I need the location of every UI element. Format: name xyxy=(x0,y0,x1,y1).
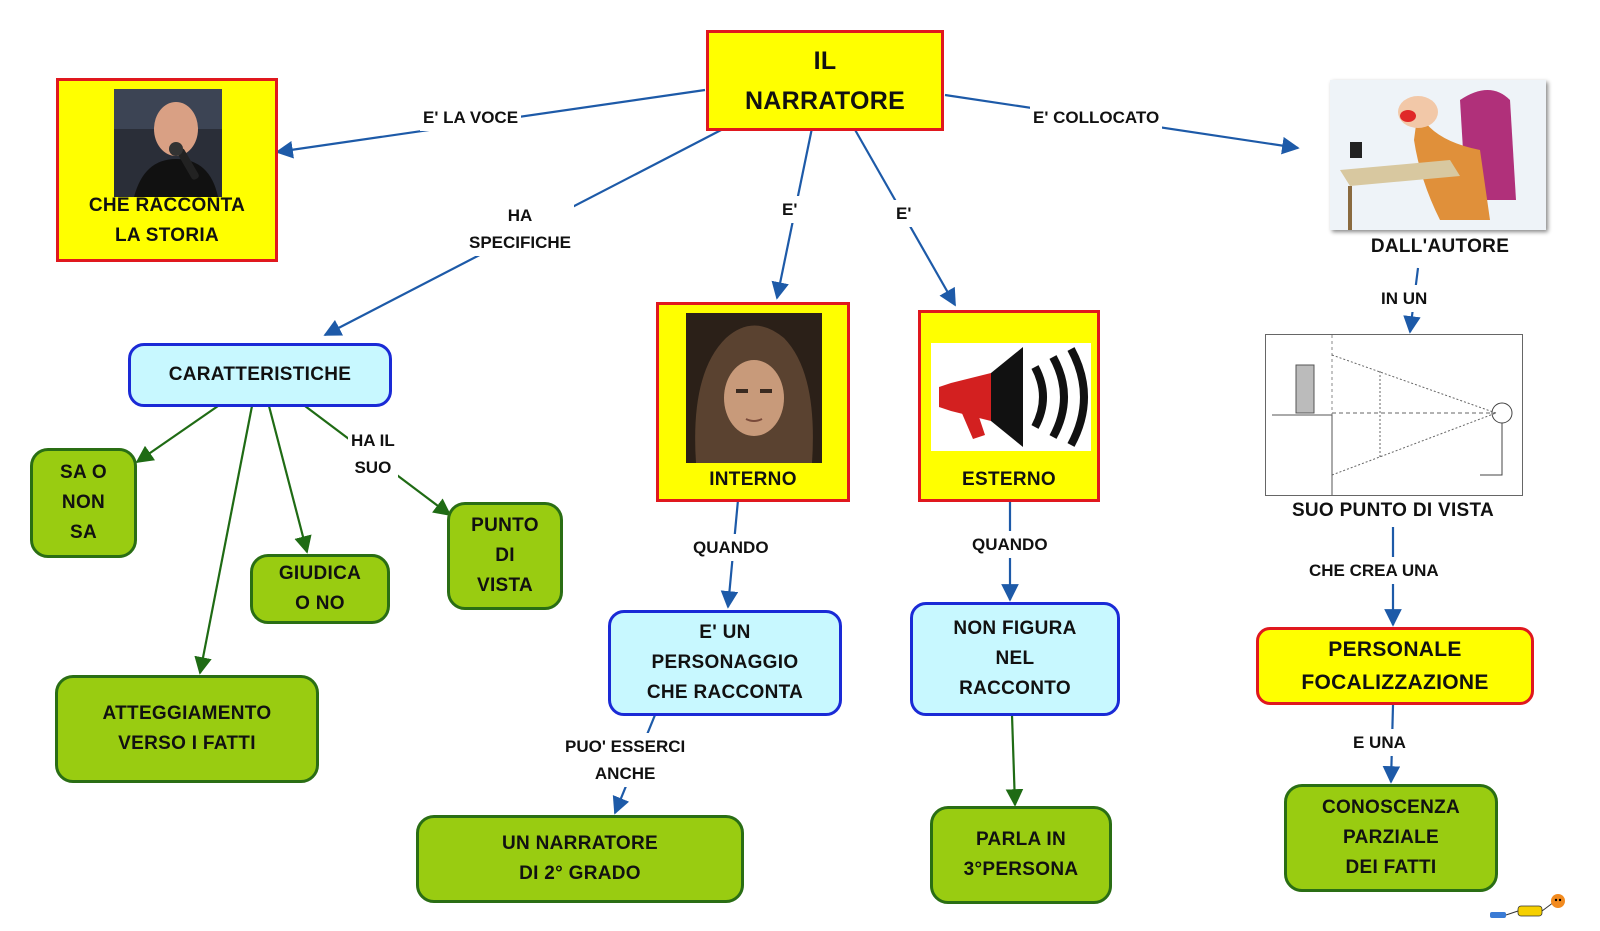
node-giudica-o-no-label: GIUDICA O NO xyxy=(278,563,362,614)
link-label-ha-il-suo: HA IL SUO xyxy=(348,427,398,481)
node-sa-o-non-sa[interactable]: SA O NON SA xyxy=(30,448,137,558)
link-label-esserci: PUO' ESSERCI ANCHE xyxy=(562,733,689,787)
node-punto-di-vista-label: PUNTO DI VISTA xyxy=(471,515,539,596)
writer-at-desk-icon xyxy=(1330,80,1546,230)
link-car-giudica xyxy=(267,405,312,554)
link-label-collocato: E' COLLOCATO xyxy=(1030,104,1163,131)
node-atteggiamento[interactable]: ATTEGGIAMENTO VERSO I FATTI xyxy=(55,675,319,783)
node-esterno-label: ESTERNO xyxy=(962,469,1056,490)
node-narratore-secondo-grado-label: UN NARRATORE DI 2° GRADO xyxy=(502,833,658,884)
node-suo-punto-di-vista[interactable]: SUO PUNTO DI VISTA xyxy=(1258,494,1528,528)
link-label-quando-interno: QUANDO xyxy=(690,534,772,561)
node-che-racconta-la-storia-label: CHE RACCONTA LA STORIA xyxy=(88,195,246,246)
node-caratteristiche-label: CARATTERISTICHE xyxy=(168,364,352,385)
node-personaggio-label: E' UN PERSONAGGIO CHE RACCONTA xyxy=(646,622,804,703)
mappa-logo xyxy=(1490,892,1570,926)
node-terza-persona[interactable]: PARLA IN 3°PERSONA xyxy=(930,806,1112,904)
link-nonfigura-terza xyxy=(1005,714,1024,807)
node-dall-autore-label: DALL'AUTORE xyxy=(1370,236,1510,257)
node-il-narratore-label: IL NARRATORE xyxy=(744,46,906,115)
node-che-racconta-la-storia[interactable]: CHE RACCONTA LA STORIA xyxy=(56,78,278,262)
node-personale-focalizzazione[interactable]: PERSONALE FOCALIZZAZIONE xyxy=(1256,627,1534,705)
link-label-quando-esterno: QUANDO xyxy=(969,531,1051,558)
link-label-e-esterno: E' xyxy=(893,200,915,227)
hooded-photo xyxy=(686,313,822,463)
node-caratteristiche[interactable]: CARATTERISTICHE xyxy=(128,343,392,407)
hooded-boy-icon xyxy=(686,313,822,463)
node-punto-di-vista[interactable]: PUNTO DI VISTA xyxy=(447,502,563,610)
link-car-sa xyxy=(135,405,219,464)
link-label-la-voce: E' LA VOCE xyxy=(420,104,522,131)
speaker-photo xyxy=(114,89,222,197)
mappa-logo-icon xyxy=(1490,894,1565,918)
node-personaggio[interactable]: E' UN PERSONAGGIO CHE RACCONTA xyxy=(608,610,842,716)
node-esterno[interactable]: ESTERNO xyxy=(918,310,1100,502)
node-atteggiamento-label: ATTEGGIAMENTO VERSO I FATTI xyxy=(102,703,272,754)
node-non-figura[interactable]: NON FIGURA NEL RACCONTO xyxy=(910,602,1120,716)
megaphone-icon xyxy=(931,343,1091,451)
node-narratore-secondo-grado[interactable]: UN NARRATORE DI 2° GRADO xyxy=(416,815,744,903)
node-conoscenza-parziale[interactable]: CONOSCENZA PARZIALE DEI FATTI xyxy=(1284,784,1498,892)
perspective-diagram-icon xyxy=(1272,335,1513,495)
link-label-e-una: E UNA xyxy=(1350,729,1409,756)
writer-picture xyxy=(1330,80,1546,230)
node-sa-o-non-sa-label: SA O NON SA xyxy=(60,462,107,543)
node-conoscenza-parziale-label: CONOSCENZA PARZIALE DEI FATTI xyxy=(1321,797,1461,878)
link-label-in-un: IN UN xyxy=(1378,285,1431,312)
node-giudica-o-no[interactable]: GIUDICA O NO xyxy=(250,554,390,624)
megaphone-picture xyxy=(931,343,1091,451)
link-label-specifiche: HA SPECIFICHE xyxy=(466,202,575,256)
link-car-atteggiamento xyxy=(194,405,254,675)
node-non-figura-label: NON FIGURA NEL RACCONTO xyxy=(953,618,1077,699)
node-il-narratore[interactable]: IL NARRATORE xyxy=(706,30,944,131)
man-with-microphone-icon xyxy=(114,89,222,197)
link-label-e-interno: E' xyxy=(779,196,801,223)
link-label-che-crea: CHE CREA UNA xyxy=(1306,557,1442,584)
node-personale-focalizzazione-label: PERSONALE FOCALIZZAZIONE xyxy=(1301,638,1489,694)
node-interno-label: INTERNO xyxy=(709,469,797,490)
node-terza-persona-label: PARLA IN 3°PERSONA xyxy=(963,829,1079,880)
node-suo-punto-di-vista-label: SUO PUNTO DI VISTA xyxy=(1291,500,1495,521)
perspective-diagram xyxy=(1265,334,1523,496)
node-interno[interactable]: INTERNO xyxy=(656,302,850,502)
node-dall-autore[interactable]: DALL'AUTORE xyxy=(1340,230,1540,264)
